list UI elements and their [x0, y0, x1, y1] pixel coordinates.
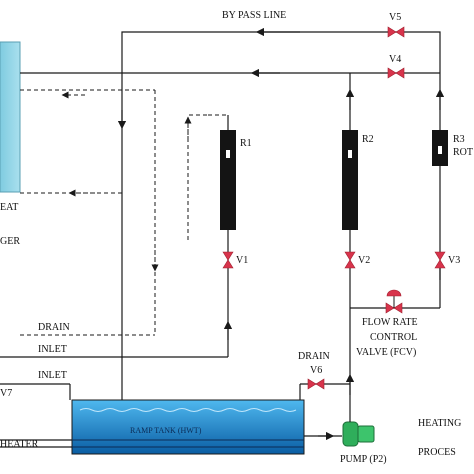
rotameter-r1: [208, 114, 236, 268]
v1-label: V1: [236, 255, 248, 266]
bypass-line-label: BY PASS LINE: [222, 10, 286, 21]
tank-label: RAMP TANK (HWT): [130, 426, 202, 435]
valve-v6-icon: [307, 378, 325, 390]
rotameter-r2: [342, 130, 358, 230]
hot-water-tank: [71, 399, 305, 455]
drain-branch: [299, 383, 350, 400]
control-label: CONTROL: [370, 332, 417, 343]
process-label: PROCES: [418, 447, 456, 458]
flow-control-valve-icon: [385, 289, 403, 314]
v3-label: V3: [448, 255, 460, 266]
r2-label: R2: [362, 134, 374, 145]
rotameter-r3: [432, 130, 448, 166]
valve-v3-icon: [434, 251, 446, 269]
heat-exchanger: [0, 41, 21, 193]
inlet-low-label: INLET: [38, 370, 67, 381]
drain-right-label: DRAIN: [298, 351, 330, 362]
inlet-low-line: [0, 383, 71, 400]
heater-label: HEATER: [0, 439, 39, 450]
inlet-mid-label: INLET: [38, 344, 67, 355]
pump-icon: [342, 384, 375, 447]
r3-rot-label: ROT: [453, 147, 473, 158]
valve-v1-icon: [222, 251, 234, 269]
inlet-line: [0, 268, 233, 358]
heating-label: HEATING: [418, 418, 461, 429]
valve-v2-icon: [344, 251, 356, 269]
v4-label: V4: [389, 54, 401, 65]
fcv-line: [350, 98, 445, 309]
r1-label: R1: [240, 138, 252, 149]
valve-fcv-label: VALVE (FCV): [356, 347, 416, 358]
dashed-lines: [20, 89, 208, 336]
valve-v4-icon: [387, 67, 405, 79]
v5-label: V5: [389, 12, 401, 23]
heat-exchanger-label-2: GER: [0, 236, 20, 247]
v6-label: V6: [310, 365, 322, 376]
bypass-line: [121, 27, 441, 98]
valve-v5-icon: [387, 26, 405, 38]
v2-label: V2: [358, 255, 370, 266]
r3-label: R3: [453, 134, 465, 145]
drain-left-label: DRAIN: [38, 322, 70, 333]
heat-exchanger-label-1: EAT: [0, 202, 18, 213]
pump-label: PUMP (P2): [340, 454, 387, 465]
v7-label: V7: [0, 388, 12, 399]
flow-rate-label: FLOW RATE: [362, 317, 418, 328]
